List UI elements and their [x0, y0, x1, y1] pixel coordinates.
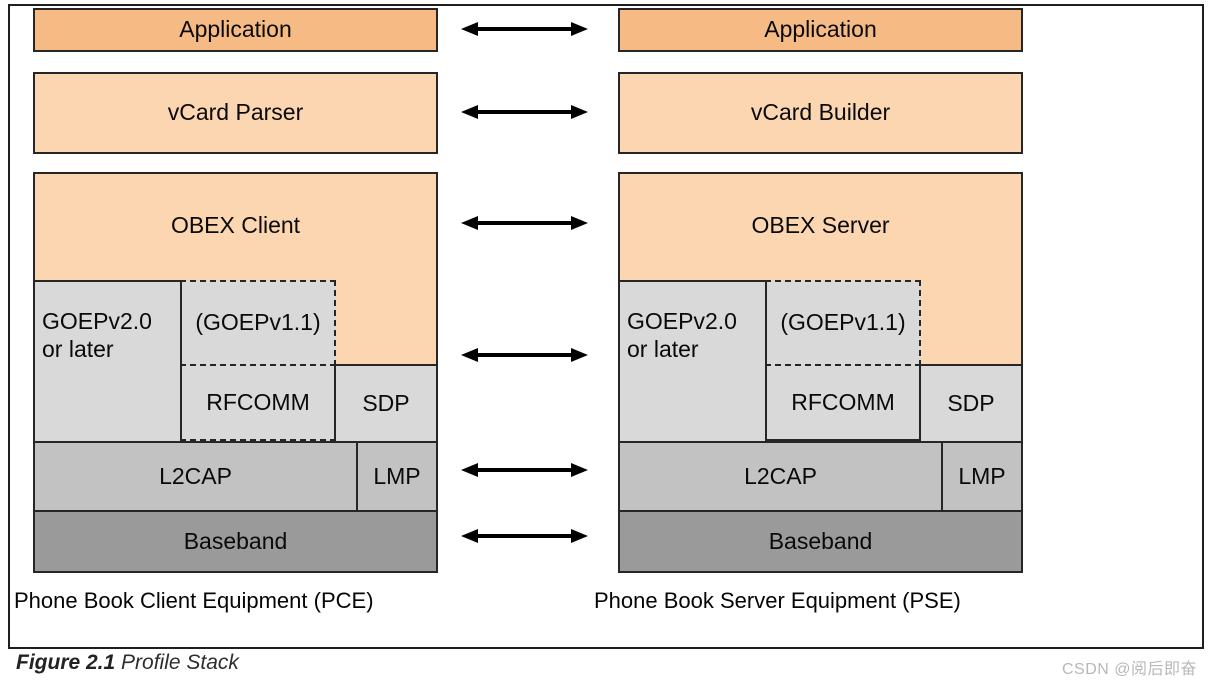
pce-rfcomm-label: RFCOMM: [206, 388, 310, 415]
pse-obex-server-label: OBEX Server: [751, 212, 890, 238]
pce-vcard-parser-label: vCard Parser: [167, 99, 304, 126]
pce-goep-v11-label: (GOEPv1.1): [195, 309, 321, 336]
pce-lmp-label: LMP: [373, 462, 421, 489]
pse-application-box: Application: [618, 8, 1023, 52]
pce-lmp-box: LMP: [356, 441, 438, 512]
pse-goep-v11-dashed-box: (GOEPv1.1): [765, 280, 921, 366]
pce-vcard-parser-box: vCard Parser: [33, 72, 438, 154]
pce-goep-v2-line2: or later: [42, 335, 114, 362]
figure-caption: Figure 2.1 Profile Stack: [16, 651, 239, 675]
bidirectional-arrow-goep: [461, 347, 588, 363]
pce-l2cap-label: L2CAP: [159, 462, 232, 489]
csdn-watermark: CSDN @阅后即奋: [1061, 661, 1197, 678]
pse-goep-v11-label: (GOEPv1.1): [780, 309, 906, 336]
pce-sdp-box: SDP: [334, 364, 438, 443]
pse-sdp-label: SDP: [947, 389, 995, 416]
figure-caption-number: Figure 2.1: [16, 651, 116, 674]
figure-caption-text: Profile Stack: [121, 651, 239, 674]
pce-stack: Application vCard Parser OBEX Client (GO…: [33, 8, 438, 573]
pce-equipment-label: Phone Book Client Equipment (PCE): [14, 588, 374, 613]
pse-l2cap-box: L2CAP: [618, 441, 943, 512]
pse-goep-v2-line2: or later: [627, 335, 699, 362]
pce-application-box: Application: [33, 8, 438, 52]
pce-goep-v11-dashed-box: (GOEPv1.1): [180, 280, 336, 366]
pse-rfcomm-box: RFCOMM: [765, 366, 921, 441]
pse-sdp-box: SDP: [919, 364, 1023, 443]
pce-goep-v2-box: GOEPv2.0 or later: [33, 280, 182, 443]
bidirectional-arrow-l2cap: [461, 462, 588, 478]
pce-baseband-box: Baseband: [33, 510, 438, 573]
pse-lmp-box: LMP: [941, 441, 1023, 512]
pse-rfcomm-label: RFCOMM: [791, 388, 895, 415]
bidirectional-arrow-obex: [461, 215, 588, 231]
pse-equipment-label: Phone Book Server Equipment (PSE): [594, 588, 961, 613]
bidirectional-arrow-application: [461, 21, 588, 37]
pse-lmp-label: LMP: [958, 462, 1006, 489]
pce-application-label: Application: [179, 16, 292, 43]
pse-baseband-label: Baseband: [768, 527, 873, 554]
pce-sdp-label: SDP: [362, 389, 410, 416]
pse-stack: Application vCard Builder OBEX Server (G…: [618, 8, 1023, 573]
pse-baseband-box: Baseband: [618, 510, 1023, 573]
pse-l2cap-label: L2CAP: [744, 462, 817, 489]
pce-baseband-label: Baseband: [183, 527, 288, 554]
bidirectional-arrow-baseband: [461, 528, 588, 544]
pse-goep-v2-line1: GOEPv2.0: [627, 308, 737, 334]
pce-l2cap-box: L2CAP: [33, 441, 358, 512]
pse-goep-v2-box: GOEPv2.0 or later: [618, 280, 767, 443]
pce-rfcomm-box: RFCOMM: [180, 366, 336, 441]
pce-goep-v2-line1: GOEPv2.0: [42, 308, 152, 334]
pce-obex-client-label: OBEX Client: [170, 212, 301, 238]
pse-application-label: Application: [764, 16, 877, 43]
pse-vcard-builder-label: vCard Builder: [750, 99, 891, 126]
pse-vcard-builder-box: vCard Builder: [618, 72, 1023, 154]
bidirectional-arrow-vcard: [461, 104, 588, 120]
